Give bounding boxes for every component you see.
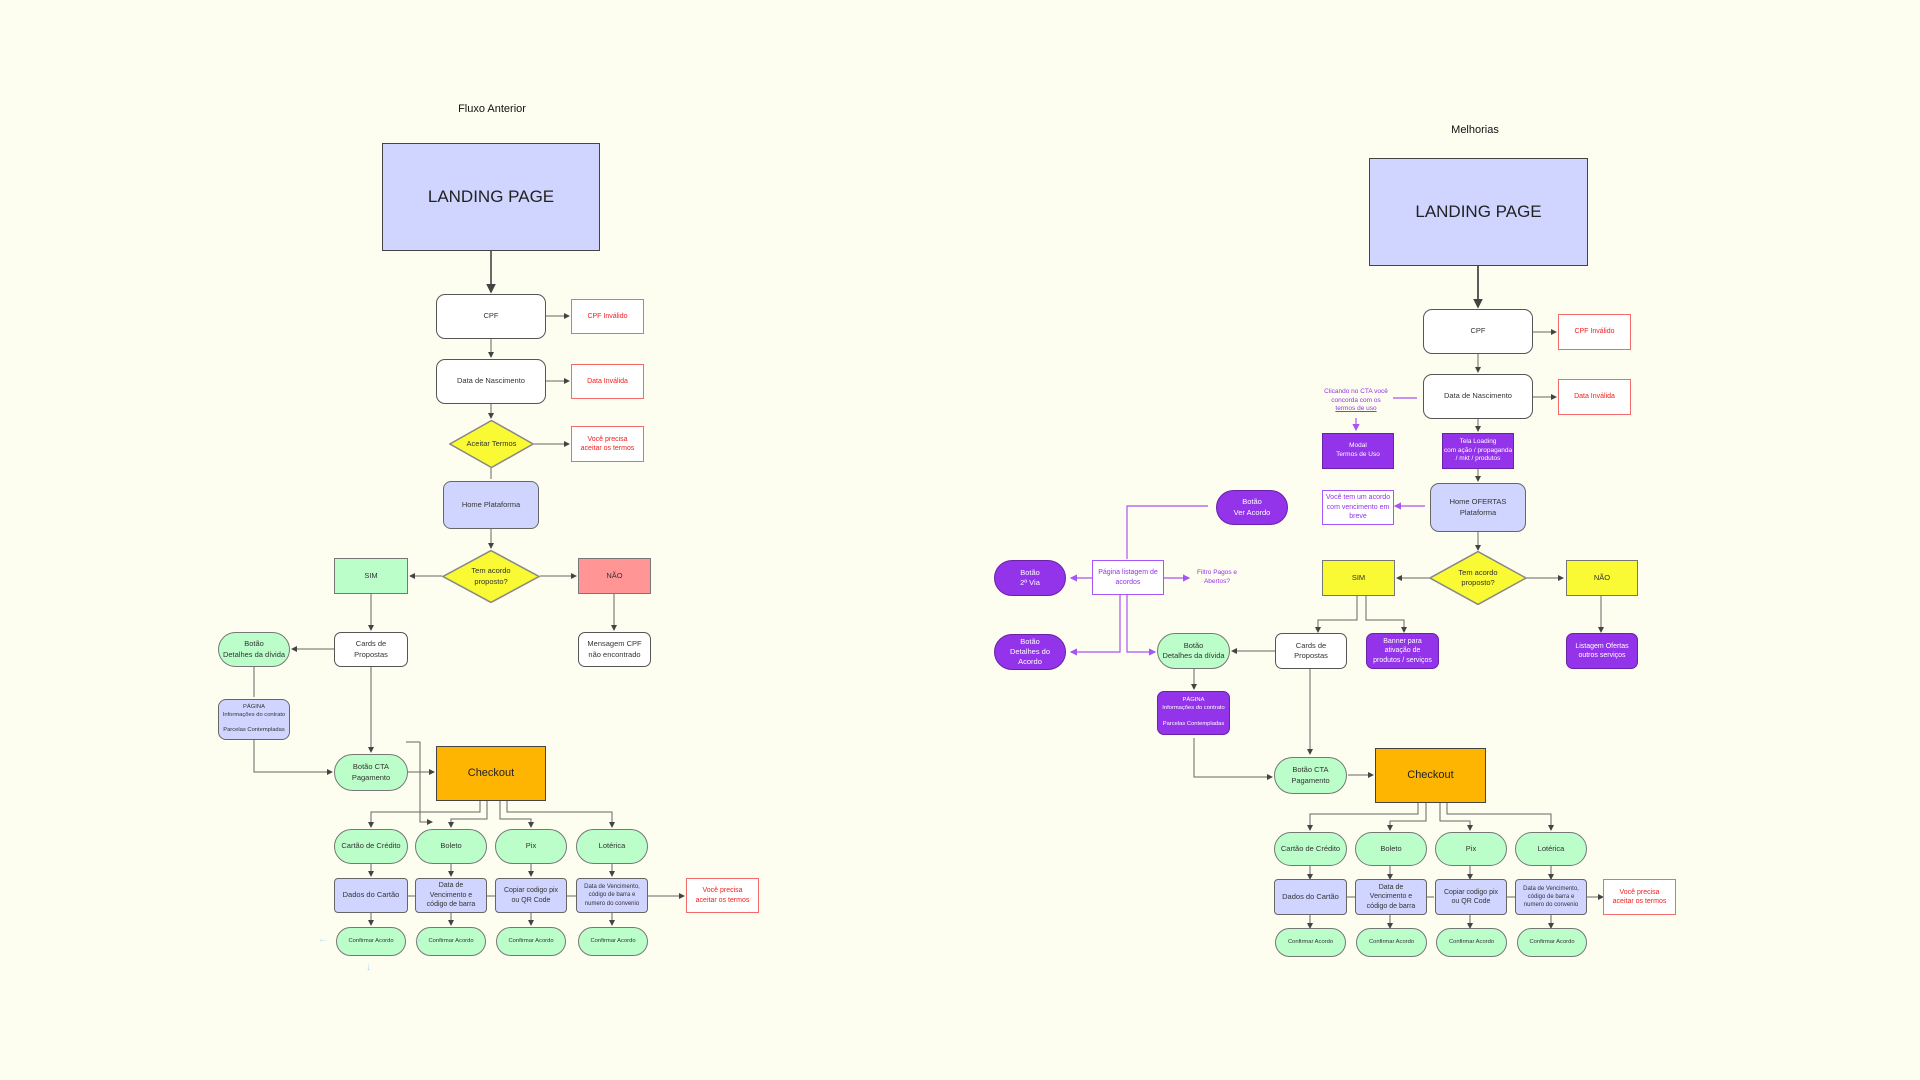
left-accept-terms-label: Aceitar Termos xyxy=(466,438,517,448)
right-landing-page[interactable]: LANDING PAGE xyxy=(1369,158,1588,266)
left-final-terms-error[interactable]: Você precisa aceitar os termos xyxy=(686,878,759,913)
right-cpf-step[interactable]: CPF xyxy=(1423,309,1533,354)
right-confirm-loterica[interactable]: Confirmar Acordo xyxy=(1517,928,1587,957)
left-landing-page[interactable]: LANDING PAGE xyxy=(382,143,600,251)
right-terms-modal[interactable]: Modal Termos de Uso xyxy=(1322,433,1394,469)
right-detail-card[interactable]: Dados do Cartão xyxy=(1274,879,1347,915)
cta-note-text: Clicando no CTA você concorda com os xyxy=(1324,387,1388,404)
connector-handle-down-icon[interactable]: ↓ xyxy=(366,962,371,973)
right-birth-date-invalid[interactable]: Data Inválida xyxy=(1558,379,1631,415)
right-second-copy-button[interactable]: Botão 2ª Via xyxy=(994,560,1066,596)
left-payment-loterica[interactable]: Lotérica xyxy=(576,829,648,864)
left-cpf-invalid[interactable]: CPF Inválido xyxy=(571,299,644,334)
left-confirm-loterica[interactable]: Confirmar Acordo xyxy=(578,927,648,956)
right-deals-list-page[interactable]: Página listagem de acordos xyxy=(1092,560,1164,595)
left-confirm-card[interactable]: Confirmar Acordo xyxy=(336,927,406,956)
right-cta-payment-button[interactable]: Botão CTA Pagamento xyxy=(1274,757,1347,794)
right-cpf-invalid[interactable]: CPF Inválido xyxy=(1558,314,1631,350)
left-payment-credit-card[interactable]: Cartão de Crédito xyxy=(334,829,408,864)
right-flow-title: Melhorias xyxy=(1451,124,1499,136)
right-debt-details-button[interactable]: Botão Detalhes da dívida xyxy=(1157,633,1230,669)
right-products-banner[interactable]: Banner para ativação de produtos / servi… xyxy=(1366,633,1439,669)
right-detail-boleto[interactable]: Data de Vencimento e código de barra xyxy=(1355,879,1427,915)
right-due-soon-banner[interactable]: Você tem um acordo com vencimento em bre… xyxy=(1322,490,1394,525)
left-no-branch[interactable]: NÃO xyxy=(578,558,651,594)
right-detail-loterica[interactable]: Data de Vencimento, código de barra e nu… xyxy=(1515,879,1587,915)
right-deal-details-button[interactable]: Botão Detalhes do Acordo xyxy=(994,634,1066,670)
right-has-deal-label: Tem acordo proposto? xyxy=(1458,567,1498,587)
left-cpf-step[interactable]: CPF xyxy=(436,294,546,339)
left-detail-boleto[interactable]: Data de Vencimento e código de barra xyxy=(415,878,487,913)
connector-handle-left-icon[interactable]: ← xyxy=(318,934,328,945)
right-filter-note: Filtro Pagos e Abertos? xyxy=(1196,569,1238,585)
terms-of-use-link[interactable]: termos de uso xyxy=(1335,405,1377,413)
left-contract-info-page[interactable]: PÁGINA Informações do contrato Parcelas … xyxy=(218,699,290,740)
right-detail-pix[interactable]: Copiar codigo pix ou QR Code xyxy=(1435,879,1507,915)
right-proposal-cards[interactable]: Cards de Propostas xyxy=(1275,633,1347,669)
right-payment-credit-card[interactable]: Cartão de Crédito xyxy=(1274,832,1347,866)
right-confirm-card[interactable]: Confirmar Acordo xyxy=(1275,928,1346,957)
right-view-deal-button[interactable]: Botão Ver Acordo xyxy=(1216,490,1288,525)
left-home-platform[interactable]: Home Plataforma xyxy=(443,481,539,529)
left-detail-loterica[interactable]: Data de Vencimento, código de barra e nu… xyxy=(576,878,648,913)
left-proposal-cards[interactable]: Cards de Propostas xyxy=(334,632,408,667)
left-confirm-pix[interactable]: Confirmar Acordo xyxy=(496,927,566,956)
right-confirm-pix[interactable]: Confirmar Acordo xyxy=(1436,928,1507,957)
right-birth-date-step[interactable]: Data de Nascimento xyxy=(1423,374,1533,419)
left-detail-card[interactable]: Dados do Cartão xyxy=(334,878,408,913)
right-checkout[interactable]: Checkout xyxy=(1375,748,1486,803)
left-terms-error[interactable]: Você precisa aceitar os termos xyxy=(571,426,644,462)
left-payment-boleto[interactable]: Boleto xyxy=(415,829,487,864)
left-cta-payment-button[interactable]: Botão CTA Pagamento xyxy=(334,754,408,791)
right-yes-branch[interactable]: SIM xyxy=(1322,560,1395,596)
left-flow-title: Fluxo Anterior xyxy=(458,103,526,115)
connector-handle-right-icon[interactable]: → xyxy=(413,934,423,945)
right-other-offers-list[interactable]: Listagem Ofertas outros serviços xyxy=(1566,633,1638,669)
left-confirm-boleto[interactable]: Confirmar Acordo xyxy=(416,927,486,956)
left-birth-date-invalid[interactable]: Data Inválida xyxy=(571,364,644,399)
left-birth-date-step[interactable]: Data de Nascimento xyxy=(436,359,546,404)
right-no-branch[interactable]: NÃO xyxy=(1566,560,1638,596)
right-payment-boleto[interactable]: Boleto xyxy=(1355,832,1427,866)
left-has-deal-label: Tem acordo proposto? xyxy=(471,566,511,586)
right-home-offers[interactable]: Home OFERTAS Plataforma xyxy=(1430,483,1526,532)
right-has-deal-decision[interactable]: Tem acordo proposto? xyxy=(1429,551,1527,605)
left-detail-pix[interactable]: Copiar codigo pix ou QR Code xyxy=(495,878,567,913)
left-debt-details-button[interactable]: Botão Detalhes da dívida xyxy=(218,632,290,667)
left-checkout[interactable]: Checkout xyxy=(436,746,546,801)
right-loading-screen[interactable]: Tela Loading com ação / propaganda / mkt… xyxy=(1442,433,1514,469)
right-confirm-boleto[interactable]: Confirmar Acordo xyxy=(1356,928,1427,957)
right-payment-pix[interactable]: Pix xyxy=(1435,832,1507,866)
left-has-deal-decision[interactable]: Tem acordo proposto? xyxy=(442,550,540,603)
left-payment-pix[interactable]: Pix xyxy=(495,829,567,864)
left-yes-branch[interactable]: SIM xyxy=(334,558,408,594)
left-cpf-not-found-message[interactable]: Mensagem CPF não encontrado xyxy=(578,632,651,667)
right-contract-info-page[interactable]: PÁGINA Informações do contrato Parcelas … xyxy=(1157,691,1230,735)
right-payment-loterica[interactable]: Lotérica xyxy=(1515,832,1587,866)
right-final-terms-error[interactable]: Você precisa aceitar os termos xyxy=(1603,879,1676,915)
left-accept-terms-decision[interactable]: Aceitar Termos xyxy=(449,420,534,468)
